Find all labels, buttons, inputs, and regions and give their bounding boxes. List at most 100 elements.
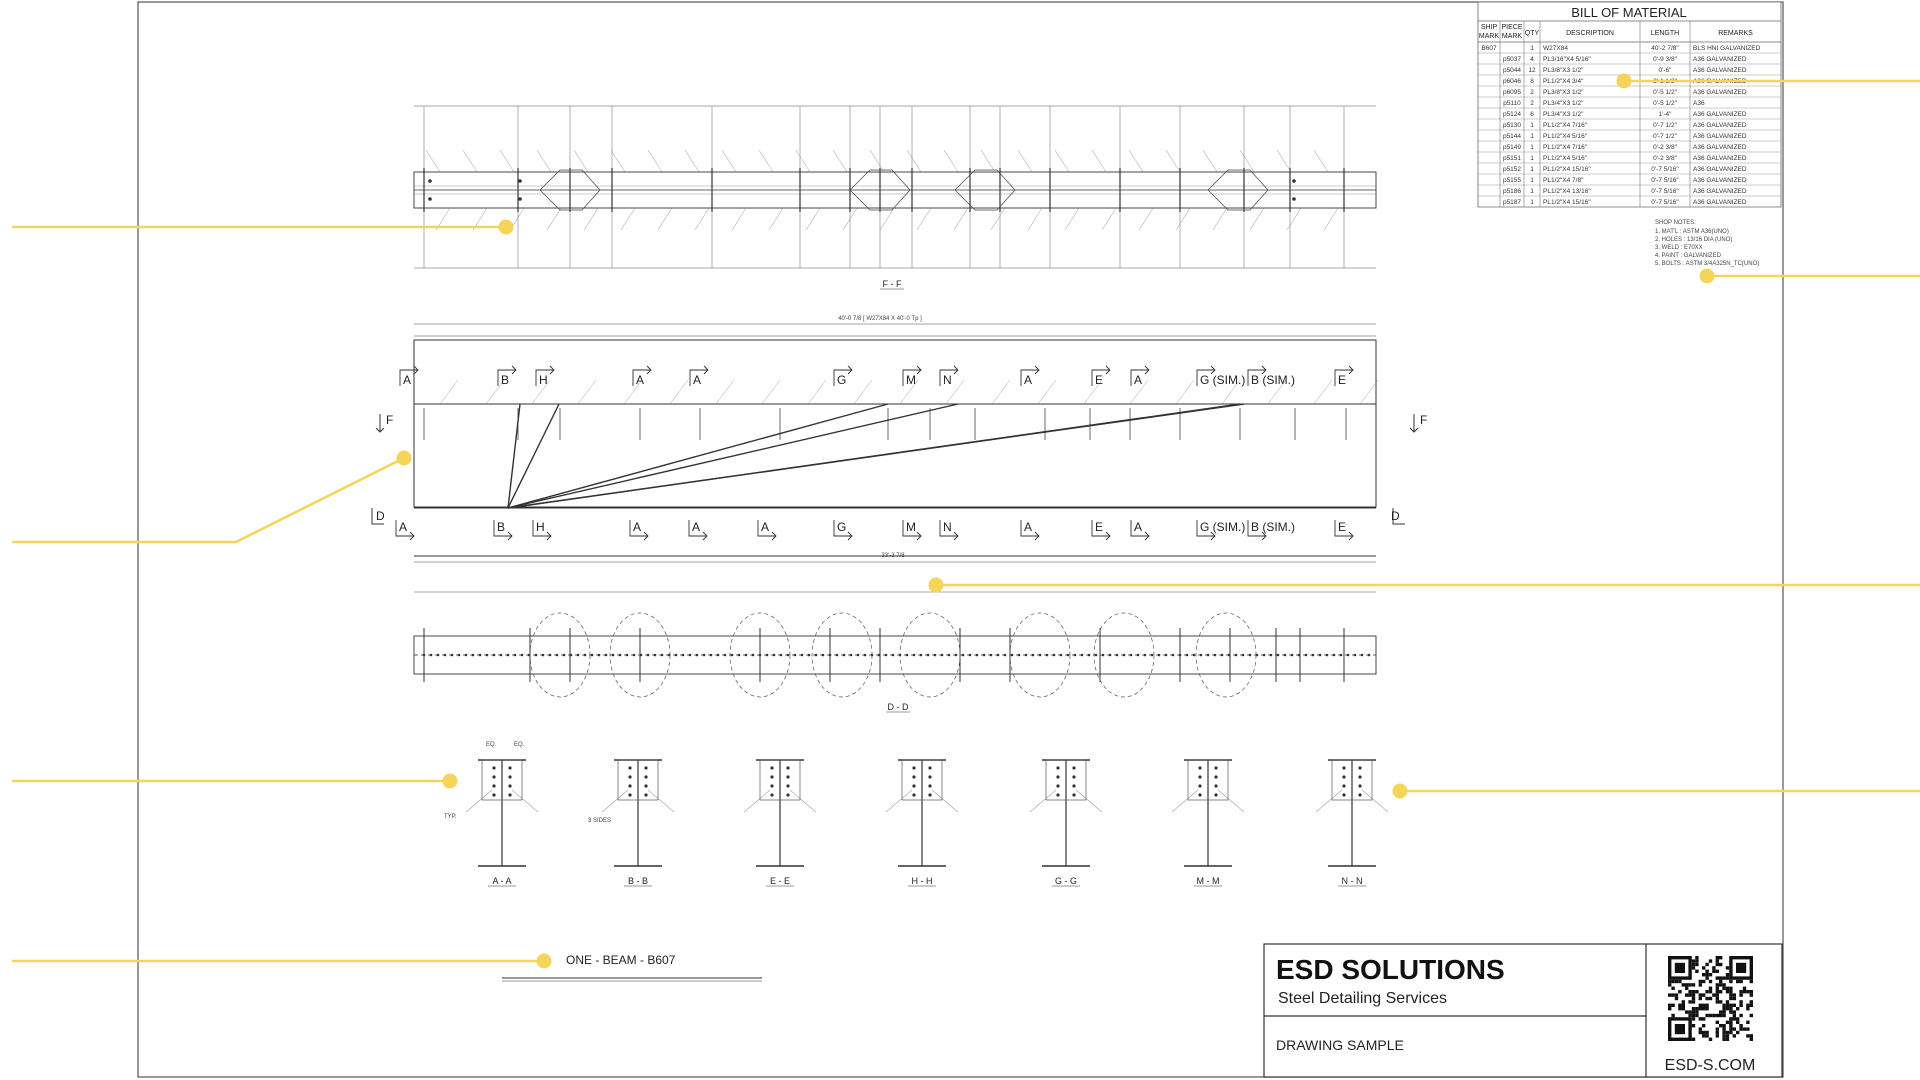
section-mark: B: [501, 373, 509, 387]
bom-cell: A36 GALVANIZED: [1693, 67, 1747, 74]
section-mark-arrow: [1130, 520, 1150, 541]
section-callout-f-right: F: [1409, 413, 1427, 433]
shop-note-line: 2. HOLES : 13/16 DIA (UNO): [1655, 237, 1732, 243]
callout-dot: [1616, 73, 1632, 89]
section-mark: G (SIM.): [1200, 520, 1245, 534]
bom-cell: PL1/2"X4 3/4": [1543, 78, 1584, 85]
bom-cell: PL1/2"X4 5/16": [1543, 133, 1588, 140]
section-mark: A: [1024, 373, 1032, 387]
bom-cell: A36 GALVANIZED: [1693, 177, 1747, 184]
bom-header: PIECE: [1501, 24, 1522, 31]
section-mark: E: [1095, 373, 1103, 387]
section-mark: M: [906, 520, 916, 534]
drawing-type: DRAWING SAMPLE: [1276, 1037, 1404, 1053]
bom-header: MARK: [1479, 33, 1500, 40]
section-mark-arrow: [688, 520, 708, 541]
section-mark-arrow: [535, 365, 555, 386]
bom-cell: A36 GALVANIZED: [1693, 155, 1747, 162]
section-mark-arrow: [1196, 365, 1216, 386]
callout-dot: [442, 773, 458, 789]
bom-cell: PL1/2"X4 7/16": [1543, 122, 1588, 129]
callout-dot: [396, 450, 412, 466]
bom-cell: 8: [1530, 78, 1534, 85]
bom-title: BILL OF MATERIAL: [1571, 5, 1687, 20]
section-mark: A: [636, 373, 644, 387]
section-mark: A: [1024, 520, 1032, 534]
shop-notes-title: SHOP NOTES:: [1655, 220, 1696, 226]
bom-cell: 0'-5 1/2": [1653, 100, 1677, 107]
bottom-view-d-d: D - D: [413, 591, 1377, 713]
section-label: B - B: [628, 876, 648, 886]
section-mark-arrow: [493, 520, 513, 541]
bom-cell: p5130: [1503, 122, 1521, 129]
bottom-view-label: D - D: [888, 702, 909, 712]
bom-cell: p5151: [1503, 155, 1521, 162]
bom-cell: PL1/2"X4 7/8": [1543, 177, 1584, 184]
drawing-title: ONE - BEAM - B607: [566, 953, 676, 967]
bom-cell: PL3/4"X3 1/2": [1543, 100, 1584, 107]
shop-note-line: 3. WELD : E70XX: [1655, 245, 1703, 251]
section-mark-arrow: [632, 365, 652, 386]
section-mark: G: [837, 373, 846, 387]
section-mark: H: [539, 373, 548, 387]
bom-cell: 1: [1530, 188, 1534, 195]
callout-leader: [12, 456, 405, 544]
bom-cell: 1: [1530, 155, 1534, 162]
section-mark-arrow: [1247, 520, 1267, 541]
bom-cell: W27X84: [1543, 45, 1568, 52]
bom-cell: 0'-5 1/2": [1653, 89, 1677, 96]
section-mark: A: [692, 520, 700, 534]
bom-cell: A36 GALVANIZED: [1693, 199, 1747, 206]
section-mark-arrow: [497, 365, 517, 386]
bom-cell: A36 GALVANIZED: [1693, 166, 1747, 173]
top-view-f-f: F - F: [413, 105, 1377, 290]
section-mark: E: [1095, 520, 1103, 534]
svg-text:F: F: [1420, 413, 1427, 427]
bom-cell: PL3/4"X3 1/2": [1543, 111, 1584, 118]
section-mark: N: [943, 373, 952, 387]
bom-cell: PL1/2"X4 15/16": [1543, 199, 1591, 206]
section-mark-arrow: [1247, 365, 1267, 386]
section-mark: A: [761, 520, 769, 534]
bom-cell: p6046: [1503, 78, 1521, 85]
bom-cell: 4: [1530, 56, 1534, 63]
bom-cell: 1'-4": [1659, 111, 1673, 118]
section-mark-arrow: [757, 520, 777, 541]
section-callout-d-left: D: [371, 508, 385, 525]
section-mark: A: [633, 520, 641, 534]
bom-cell: 0'-7 1/2": [1653, 133, 1677, 140]
weld-note: EQ.: [514, 742, 525, 748]
bom-header: QTY: [1525, 30, 1540, 37]
bottom-dimension: 33'-3 7/8: [881, 553, 905, 559]
bom-cell: p5144: [1503, 133, 1521, 140]
svg-text:D: D: [376, 509, 385, 523]
section-mark-arrow: [399, 365, 419, 386]
section-mark-arrow: [939, 365, 959, 386]
bom-cell: 0'-9 3/8": [1653, 56, 1677, 63]
bom-cell: p5186: [1503, 188, 1521, 195]
section-mark: M: [906, 373, 916, 387]
bom-cell: p5110: [1503, 100, 1521, 107]
svg-text:D: D: [1391, 509, 1400, 523]
weld-note: 3 SIDES: [588, 818, 611, 824]
bom-cell: 0'-6": [1659, 67, 1673, 74]
section-mark: H: [536, 520, 545, 534]
bom-cell: A36 GALVANIZED: [1693, 144, 1747, 151]
bom-cell: p5037: [1503, 56, 1521, 63]
callout-dot: [498, 219, 514, 235]
bom-header: DESCRIPTION: [1566, 30, 1614, 37]
bom-cell: 40'-2 7/8": [1651, 45, 1679, 52]
section-mark-arrow: [395, 520, 415, 541]
bom-cell: BLS HNI GALVANIZED: [1693, 45, 1761, 52]
callout-dot: [536, 953, 552, 969]
company-subtitle: Steel Detailing Services: [1278, 990, 1447, 1007]
bom-cell: 1: [1530, 45, 1534, 52]
bom-cell: A36 GALVANIZED: [1693, 111, 1747, 118]
bom-cell: p5149: [1503, 144, 1521, 151]
bom-cell: 0'-2 3/8": [1653, 155, 1677, 162]
bom-cell: A36 GALVANIZED: [1693, 122, 1747, 129]
section-mark: B (SIM.): [1251, 373, 1295, 387]
section-mark-arrow: [902, 520, 922, 541]
